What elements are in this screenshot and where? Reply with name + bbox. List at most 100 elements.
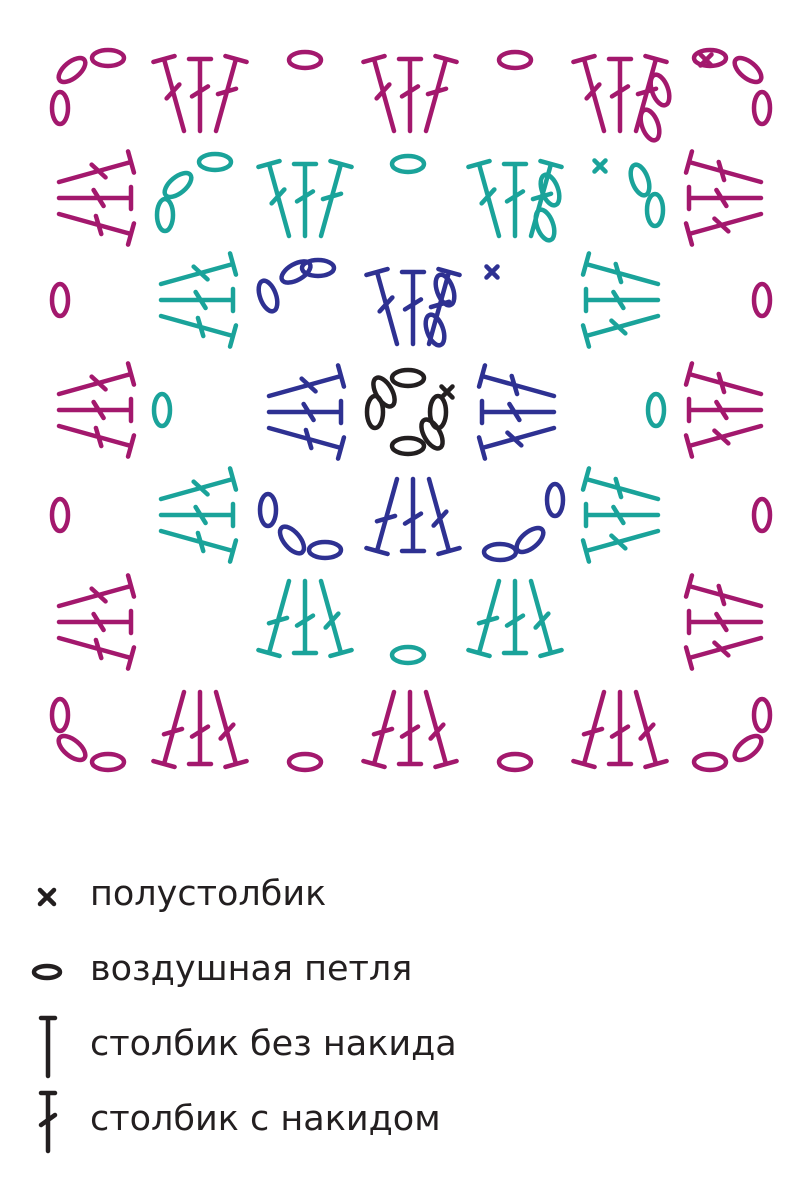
center-ring-chain: [389, 367, 427, 389]
double-crochet-cluster-stitch: [56, 211, 137, 247]
double-crochet-cluster-stitch: [683, 211, 764, 247]
double-crochet-cluster-stitch: [466, 578, 502, 659]
double-crochet-cluster-stitch: [633, 689, 669, 770]
round3-chain: [732, 733, 764, 763]
slip-stitch: [698, 52, 714, 68]
double-crochet-cluster-stitch: [266, 363, 347, 399]
double-crochet-cluster-stitch: [501, 578, 529, 656]
double-crochet-cluster-stitch: [686, 396, 764, 424]
double-crochet-cluster-stitch: [318, 158, 354, 239]
double-crochet-cluster-stitch: [291, 578, 319, 656]
double-crochet-cluster-stitch: [399, 269, 427, 347]
round3-chain: [286, 49, 324, 71]
round1-chain: [481, 541, 519, 563]
double-crochet-cluster-stitch: [683, 635, 764, 671]
round1-chain: [256, 278, 280, 314]
round3-chain: [751, 696, 773, 734]
slip-stitch: [484, 264, 500, 280]
double-crochet-cluster-stitch: [158, 528, 239, 564]
round3-chain: [732, 55, 764, 85]
double-crochet-cluster-stitch: [56, 573, 137, 609]
double-crochet-cluster-stitch: [56, 149, 137, 185]
double-crochet-cluster-stitch: [580, 528, 661, 564]
double-crochet-cluster-stitch: [361, 689, 397, 770]
double-crochet-cluster-stitch: [56, 396, 134, 424]
round3-chain: [496, 751, 534, 773]
round1-chain: [544, 481, 566, 519]
double-crochet-cluster-stitch: [151, 53, 187, 134]
round1-chain: [257, 491, 279, 529]
legend-label-single-crochet: столбик без накида: [90, 1024, 457, 1064]
round3-chain: [751, 89, 773, 127]
round3-chain: [89, 751, 127, 773]
round2-chain: [389, 644, 427, 666]
double-crochet-cluster-stitch: [683, 573, 764, 609]
double-crochet-cluster-stitch: [158, 286, 236, 314]
round3-chain: [49, 281, 71, 319]
double-crochet-cluster-stitch: [571, 53, 607, 134]
double-crochet-cluster-stitch: [158, 313, 239, 349]
double-crochet-cluster-stitch: [158, 501, 236, 529]
double-crochet-cluster-stitch: [213, 53, 249, 134]
double-crochet-cluster-stitch: [291, 161, 319, 239]
legend-label-chain: воздушная петля: [90, 949, 413, 989]
round1-chain: [277, 524, 307, 556]
double-crochet-cluster-stitch: [186, 689, 214, 767]
crochet-granny-square-diagram: [49, 47, 773, 773]
double-crochet-cluster-stitch: [479, 398, 557, 426]
round3-chain: [49, 696, 71, 734]
legend-label-slip-stitch: полустолбик: [90, 874, 327, 914]
double-crochet-cluster-stitch: [423, 689, 459, 770]
slip-stitch: [592, 158, 608, 174]
double-crochet-cluster-stitch: [151, 689, 187, 770]
double-crochet-cluster-stitch: [423, 53, 459, 134]
double-crochet-cluster-stitch: [399, 476, 427, 554]
double-crochet-icon: [38, 1090, 58, 1154]
double-crochet-cluster-stitch: [686, 608, 764, 636]
double-crochet-cluster-stitch: [56, 423, 137, 459]
double-crochet-cluster-stitch: [158, 466, 239, 502]
double-crochet-cluster-stitch: [256, 158, 292, 239]
round1-chain: [306, 539, 344, 561]
slip-stitch-icon: [37, 887, 57, 907]
round3-chain: [49, 89, 71, 127]
single-crochet-icon: [38, 1015, 58, 1079]
double-crochet-cluster-stitch: [683, 423, 764, 459]
legend-label-double-crochet: столбик с накидом: [90, 1099, 441, 1139]
double-crochet-cluster-stitch: [476, 363, 557, 399]
double-crochet-cluster-stitch: [686, 184, 764, 212]
double-crochet-cluster-stitch: [56, 361, 137, 397]
double-crochet-cluster-stitch: [318, 578, 354, 659]
double-crochet-cluster-stitch: [266, 425, 347, 461]
double-crochet-cluster-stitch: [158, 251, 239, 287]
double-crochet-cluster-stitch: [580, 466, 661, 502]
slip-stitch: [439, 384, 455, 400]
round1-chain: [433, 272, 457, 308]
round2-chain: [644, 191, 666, 229]
legend-item-single-crochet: столбик без накида: [0, 1010, 806, 1080]
round2-chain: [196, 151, 234, 173]
round3-chain: [286, 751, 324, 773]
double-crochet-cluster-stitch: [583, 501, 661, 529]
round2-chain: [151, 391, 173, 429]
double-crochet-cluster-stitch: [266, 398, 344, 426]
legend-item-slip-stitch: полустолбик: [0, 860, 806, 930]
round2-chain: [162, 170, 194, 200]
double-crochet-cluster-stitch: [683, 361, 764, 397]
double-crochet-cluster-stitch: [571, 689, 607, 770]
round3-chain: [56, 733, 88, 763]
double-crochet-cluster-stitch: [583, 286, 661, 314]
round1-chain: [299, 257, 337, 279]
double-crochet-cluster-stitch: [466, 158, 502, 239]
round3-chain: [56, 55, 88, 85]
center-ring-chain: [371, 375, 397, 409]
double-crochet-cluster-stitch: [580, 313, 661, 349]
double-crochet-cluster-stitch: [56, 608, 134, 636]
center-ring-chain: [419, 417, 445, 451]
center-ring-chain: [389, 435, 427, 457]
legend-item-double-crochet: столбик с накидом: [0, 1085, 806, 1155]
legend-item-chain: воздушная петля: [0, 935, 806, 1005]
round3-chain: [49, 496, 71, 534]
double-crochet-cluster-stitch: [580, 251, 661, 287]
round3-chain: [691, 751, 729, 773]
